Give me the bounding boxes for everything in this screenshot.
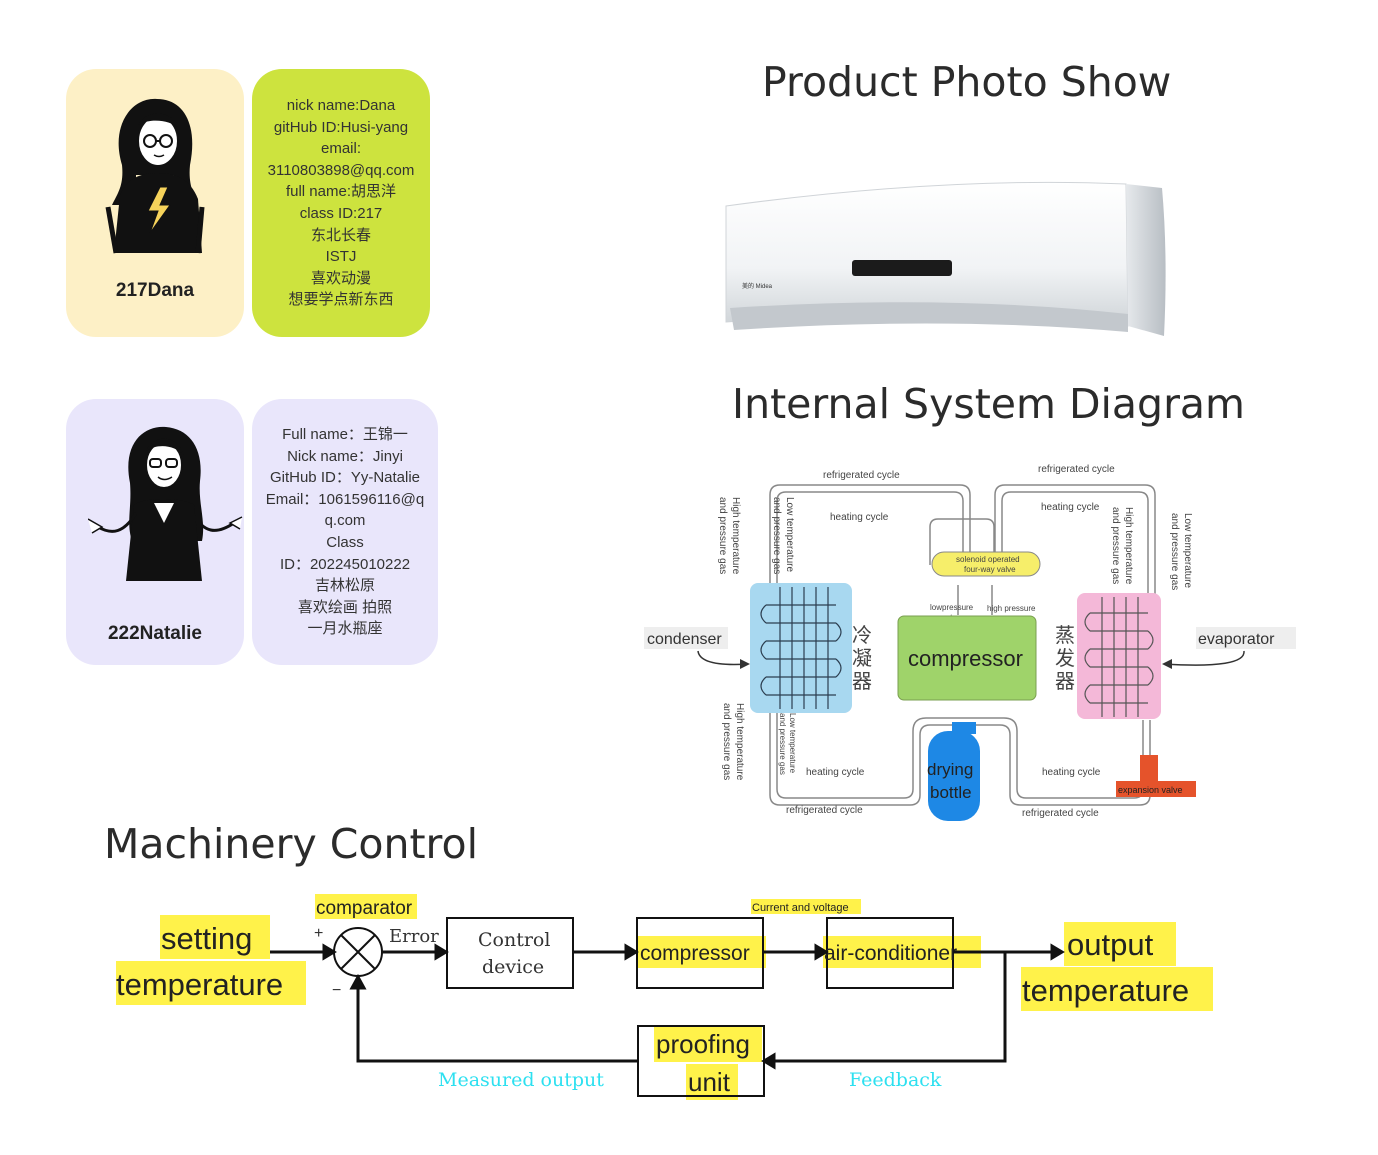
profile-info-natalie: Full name：王锦一 Nick name：Jinyi GitHub ID：… [252,399,438,665]
info-line: full name:胡思洋 [285,183,397,201]
internal-title: Internal System Diagram [732,380,1246,428]
condenser-cn: 器 [852,669,872,693]
solenoid-label: four-way valve [964,565,1016,574]
label-heating-cycle: heating cycle [806,767,865,778]
profile-card-dana: 217Dana [66,69,244,337]
control-device-block [446,917,574,989]
profile-card-natalie: 222Natalie [66,399,244,665]
label-heating-cycle: heating cycle [1042,767,1101,778]
profile-name: 217Dana [115,280,195,301]
compressor-label: compressor [908,646,1023,671]
drying-label: drying [927,760,973,779]
avatar-dana [105,98,205,254]
condenser-cn: 凝 [852,646,872,670]
info-line: 3110803898@qq.com [267,161,415,179]
label-low-temp-gas: Low temperature [788,713,797,774]
info-line: 喜欢动漫 [310,269,371,287]
condenser-label: condenser [647,631,722,648]
info-line: Full name：王锦一 [282,426,408,444]
evaporator-cn: 发 [1055,646,1075,670]
setting-temperature-label: temperature [116,967,283,1002]
minus-sign: − [332,982,341,999]
solenoid-valve [931,551,1041,577]
evaporator-coil [1077,593,1161,719]
evaporator-cn: 器 [1055,669,1075,693]
unit-label: unit [688,1067,731,1097]
info-line: 一月水瓶座 [307,620,383,638]
label-refrigerated-cycle: refrigerated cycle [823,470,900,481]
label-high-temp-gas: and pressure gas [717,497,728,574]
expansion-valve [1116,781,1196,797]
label-refrigerated-cycle: refrigerated cycle [1022,808,1099,819]
label-low-temp-gas: Low temperature [784,497,795,572]
plus-sign: + [314,925,323,942]
product-title: Product Photo Show [762,58,1172,106]
drying-bottle [928,731,980,821]
proofing-label: proofing [656,1029,750,1059]
profile-name: 222Natalie [107,623,202,644]
label-high-temp-gas: High temperature [734,703,745,781]
label-low-temp-gas: Low temperature [1182,513,1193,588]
solenoid-label: solenoid operated [956,555,1020,564]
measured-output-label: Measured output [438,1069,604,1091]
label-refrigerated-cycle: refrigerated cycle [1038,464,1115,475]
label-low-temp-gas: and pressure gas [771,497,782,574]
control-device-label: Control [478,929,550,951]
compressor-box [897,615,1037,701]
high-pressure-label: high pressure [987,604,1036,613]
error-label: Error [389,926,439,947]
info-line: ID：202245010222 [279,555,411,573]
output-temperature-label: temperature [1022,973,1189,1008]
control-device-label: device [482,956,544,978]
label-low-temp-gas: and pressure gas [778,713,787,775]
feedback-label: Feedback [849,1069,942,1091]
label-refrigerated-cycle: refrigerated cycle [786,805,863,816]
label-heating-cycle: heating cycle [1041,502,1100,513]
expansion-label: expansion valve [1118,785,1183,795]
evaporator-cn: 蒸 [1055,623,1075,647]
comparator-label: comparator [316,898,413,919]
air-conditioner-photo: 美的 Midea [725,181,1166,336]
low-return-label: lowpressure [930,603,974,612]
info-line: gitHub ID:Husi-yang [273,118,409,136]
bottle-label: bottle [930,783,972,802]
condenser-cn: 冷 [852,623,872,647]
info-line: ISTJ [325,248,357,266]
info-line: GitHub ID：Yy-Natalie [269,469,421,487]
compressor-block-label: compressor [640,942,750,965]
profile-info-dana: nick name:Dana gitHub ID:Husi-yang email… [252,69,430,337]
label-heating-cycle: heating cycle [830,512,889,523]
avatar-natalie [88,426,243,581]
control-block-diagram: setting temperature comparator Error + −… [116,894,1213,1100]
air-conditioner-label: air-conditioner [824,942,957,965]
setting-label: setting [161,921,252,956]
info-line: 想要学点新东西 [288,291,394,309]
info-line: 喜欢绘画 拍照 [297,598,393,616]
info-line: q.com [324,512,366,530]
info-line: 吉林松原 [314,577,375,595]
info-line: 东北长春 [310,226,371,244]
info-line: nick name:Dana [286,97,396,115]
label-high-temp-gas: High temperature [730,497,741,575]
label-high-temp-gas: High temperature [1123,507,1134,585]
label-high-temp-gas: and pressure gas [1110,507,1121,584]
internal-system-diagram: refrigerated cycle heating cycle refrige… [644,464,1296,821]
machinery-title: Machinery Control [104,820,478,868]
info-line: Email：1061596116@q [265,490,425,508]
evaporator-label: evaporator [1198,631,1275,648]
output-label: output [1067,927,1154,962]
ac-brand: 美的 Midea [742,282,773,290]
info-line: email: [320,140,361,158]
info-line: class ID:217 [299,205,383,222]
label-low-temp-gas: and pressure gas [1169,513,1180,590]
label-high-temp-gas: and pressure gas [721,703,732,780]
condenser-coil [750,583,852,713]
current-voltage-label: Current and voltage [752,902,849,914]
info-line: Class [326,534,364,551]
info-line: Nick name：Jinyi [287,447,403,465]
